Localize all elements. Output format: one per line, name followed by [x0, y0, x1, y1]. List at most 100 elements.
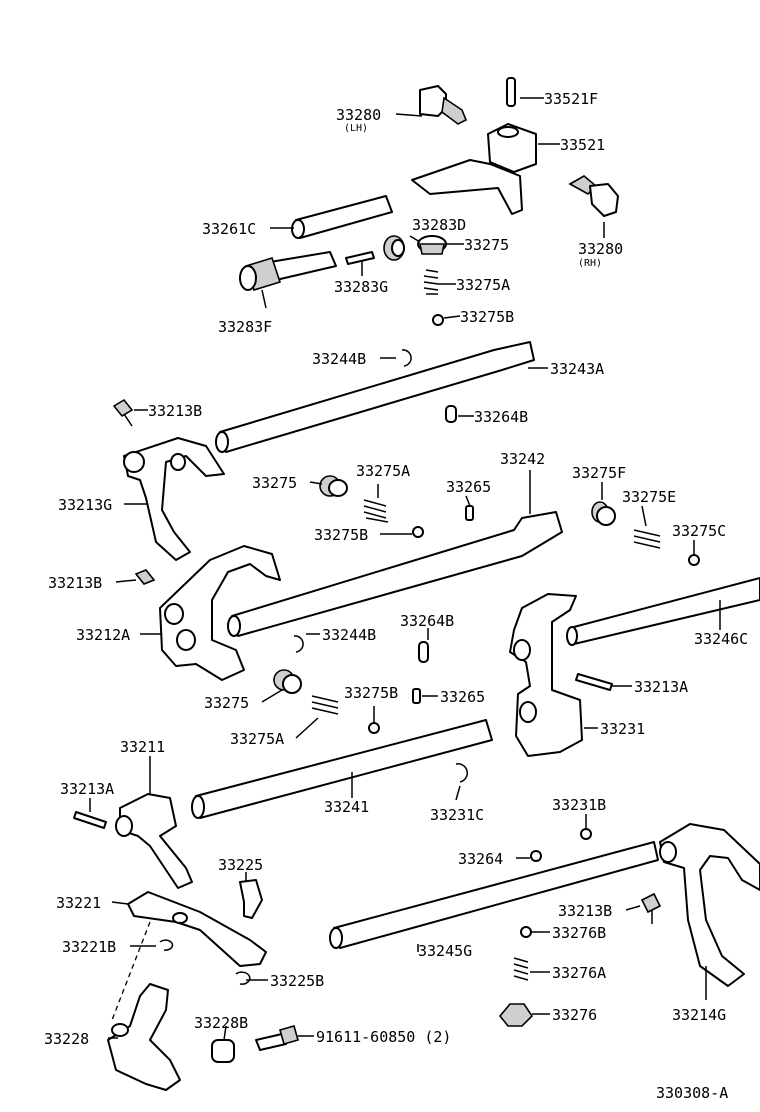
- label-33275c: 33275C: [672, 522, 726, 540]
- label-33521f: 33521F: [544, 90, 598, 108]
- shaft-33261c: [291, 195, 393, 239]
- shaft-33245g: [329, 841, 659, 949]
- label-33213g: 33213G: [58, 496, 112, 514]
- label-33521: 33521: [560, 136, 605, 154]
- label-33231c: 33231C: [430, 806, 484, 824]
- label-33221b: 33221B: [62, 938, 116, 956]
- lever-33228: [107, 983, 181, 1091]
- label-33213b-lower: 33213B: [558, 902, 612, 920]
- ball-33276b: [520, 926, 532, 938]
- label-33265-upper: 33265: [446, 478, 491, 496]
- pin-33265-upper: [465, 505, 474, 521]
- plug-33275-mid: [319, 475, 348, 497]
- shaft-33246c: [566, 577, 760, 646]
- label-33245g: 33245G: [418, 942, 472, 960]
- pin-33283g: [345, 251, 375, 265]
- pin-33213a-left: [73, 811, 107, 829]
- label-33213a-right: 33213A: [634, 678, 688, 696]
- pin-33521f: [506, 77, 516, 107]
- label-33246c: 33246C: [694, 630, 748, 648]
- shaft-33243a: [215, 341, 535, 453]
- screw-33213b-lower: [640, 892, 662, 924]
- snap-ring-33244b-top: [401, 349, 412, 367]
- spring-33275e: [633, 529, 661, 549]
- spring-33275a-top: [423, 269, 439, 295]
- label-33283f: 33283F: [218, 318, 272, 336]
- label-33275a-top: 33275A: [456, 276, 510, 294]
- label-33264b-upper: 33264B: [474, 408, 528, 426]
- label-33275b-lower: 33275B: [344, 684, 398, 702]
- label-33275b-mid: 33275B: [314, 526, 368, 544]
- plug-33276: [498, 1003, 534, 1027]
- label-33242: 33242: [500, 450, 545, 468]
- label-33244b-top: 33244B: [312, 350, 366, 368]
- label-33264: 33264: [458, 850, 503, 868]
- leader-lines: [89, 97, 721, 1041]
- plug-33275-top: [417, 235, 447, 255]
- ball-33275b-mid: [412, 526, 424, 538]
- bolt-33280-lh: [419, 85, 468, 125]
- label-33213b-top: 33213B: [148, 402, 202, 420]
- sleeve-33228b: [211, 1039, 235, 1063]
- label-33275b-top: 33275B: [460, 308, 514, 326]
- shift-fork-33214g: [659, 823, 760, 987]
- label-33213b-mid: 33213B: [48, 574, 102, 592]
- label-33231: 33231: [600, 720, 645, 738]
- label-33275-lower: 33275: [204, 694, 249, 712]
- plug-33275-lower: [273, 669, 302, 694]
- plunger-33283f: [239, 251, 337, 291]
- screw-33213b-top: [112, 398, 134, 427]
- label-33225b: 33225B: [270, 972, 324, 990]
- spring-33275a-mid: [363, 499, 389, 523]
- label-33264b-middle: 33264B: [400, 612, 454, 630]
- shaft-33242: [227, 511, 563, 637]
- spring-33276a: [513, 957, 529, 981]
- label-33275-top: 33275: [464, 236, 509, 254]
- bolt-33280-rh: [568, 175, 619, 217]
- label-33231b: 33231B: [552, 796, 606, 814]
- snap-ring-33231c: [455, 763, 468, 783]
- pin-33264b-upper: [445, 405, 457, 423]
- clip-33225b: [235, 971, 251, 985]
- label-33241: 33241: [324, 798, 369, 816]
- ball-33275b-lower: [368, 722, 380, 734]
- label-33280-lh-note: (LH): [344, 123, 368, 134]
- label-33212a: 33212A: [76, 626, 130, 644]
- label-33275a-mid: 33275A: [356, 462, 410, 480]
- label-33214g: 33214G: [672, 1006, 726, 1024]
- label-33283g: 33283G: [334, 278, 388, 296]
- shaft-33241: [191, 719, 493, 819]
- screw-33213b-mid: [134, 569, 156, 585]
- plug-33283d: [383, 235, 405, 261]
- shift-lever-33211: [115, 793, 193, 889]
- spring-33275a-lower: [311, 695, 339, 715]
- plug-33275f: [591, 501, 616, 526]
- label-91611-60850: 91611-60850 (2): [316, 1028, 451, 1046]
- label-33276b: 33276B: [552, 924, 606, 942]
- diagram-id: 330308-A: [656, 1084, 728, 1102]
- label-33261c: 33261C: [202, 220, 256, 238]
- ball-33264: [530, 850, 542, 862]
- label-33280-rh: 33280: [578, 240, 623, 258]
- label-33280-lh: 33280: [336, 106, 381, 124]
- shift-head-33521: [411, 123, 537, 215]
- snap-ring-33244b-mid: [293, 635, 304, 653]
- bolt-91611-60850: [255, 1025, 299, 1051]
- label-33265-lower: 33265: [440, 688, 485, 706]
- label-33221: 33221: [56, 894, 101, 912]
- label-33275e: 33275E: [622, 488, 676, 506]
- label-33276a: 33276A: [552, 964, 606, 982]
- pin-33213a-right: [575, 673, 613, 691]
- label-33244b-mid: 33244B: [322, 626, 376, 644]
- label-33243a: 33243A: [550, 360, 604, 378]
- label-33276: 33276: [552, 1006, 597, 1024]
- label-33228b: 33228B: [194, 1014, 248, 1032]
- label-33283d: 33283D: [412, 216, 466, 234]
- label-33211: 33211: [120, 738, 165, 756]
- lever-33221: [127, 891, 267, 967]
- clip-33221b: [159, 939, 174, 951]
- label-33275a-lower: 33275A: [230, 730, 284, 748]
- label-33275f: 33275F: [572, 464, 626, 482]
- ball-33275c: [688, 554, 700, 566]
